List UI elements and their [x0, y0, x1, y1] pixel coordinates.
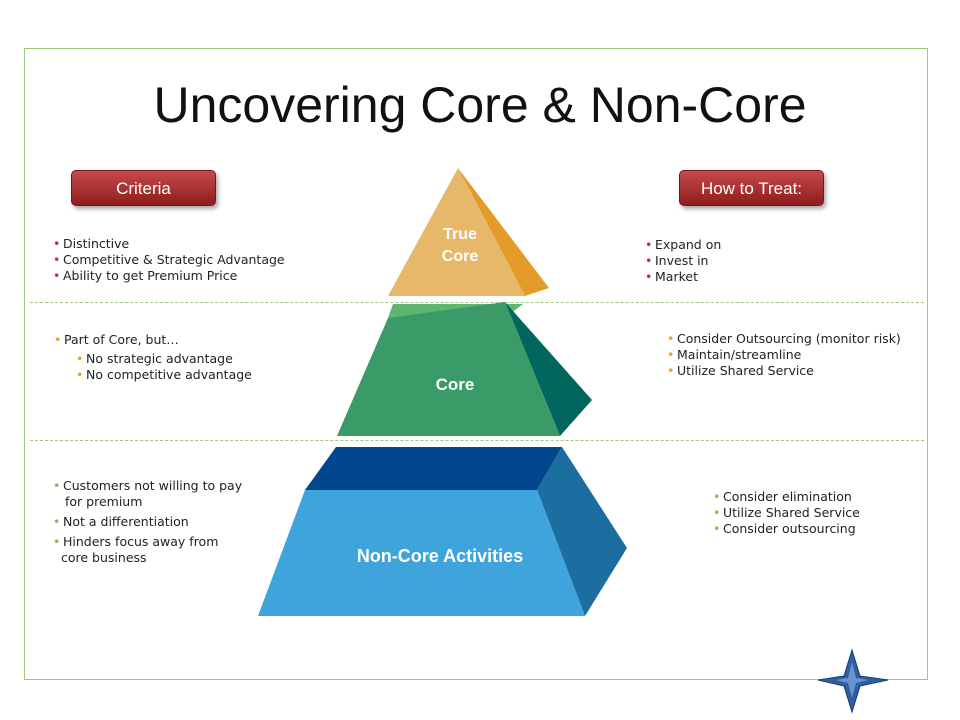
non-core-label: Non-Core Activities: [356, 546, 524, 566]
list-item: Market: [645, 269, 721, 285]
true-core-label: True Core: [420, 224, 500, 268]
list-item: Not a differentiation: [53, 514, 242, 530]
list-item: No competitive advantage: [76, 367, 252, 383]
list-item-line1: Not a differentiation: [63, 514, 189, 529]
list-item-line2: core business: [61, 550, 147, 565]
list-item: Utilize Shared Service: [713, 505, 860, 521]
core-criteria-sublist: No strategic advantage No competitive ad…: [76, 351, 252, 383]
slide-frame: [24, 48, 928, 680]
list-item: Distinctive: [53, 236, 285, 252]
true-core-label-line2: Core: [441, 248, 479, 265]
true-core-front: [388, 168, 525, 296]
non-core-side: [537, 447, 627, 616]
slide-title: Uncovering Core & Non-Core: [153, 77, 807, 133]
core-side: [505, 302, 592, 436]
true-core-side: [458, 168, 549, 296]
core-treatment-list: Consider Outsourcing (monitor risk) Main…: [667, 331, 901, 379]
list-item: Part of Core, but…: [54, 332, 179, 348]
core-label: Core: [435, 375, 475, 394]
true-core-label-line1: True: [443, 226, 477, 243]
divider-top: [30, 302, 924, 303]
true-core-treatment-list: Expand on Invest in Market: [645, 237, 721, 285]
list-item: Utilize Shared Service: [667, 363, 901, 379]
list-item-line1: Customers not willing to pay: [63, 478, 243, 493]
list-item: No strategic advantage: [76, 351, 252, 367]
criteria-badge: Criteria: [71, 170, 216, 206]
list-item: Consider outsourcing: [713, 521, 860, 537]
core-criteria-list: Part of Core, but…: [54, 332, 179, 348]
non-core-top: [305, 447, 562, 490]
non-core-treatment-list: Consider elimination Utilize Shared Serv…: [713, 489, 860, 537]
list-item-line2: for premium: [65, 494, 143, 509]
list-item: Invest in: [645, 253, 721, 269]
list-item: Consider elimination: [713, 489, 860, 505]
true-core-criteria-list: Distinctive Competitive & Strategic Adva…: [53, 236, 285, 284]
list-item: Ability to get Premium Price: [53, 268, 285, 284]
list-item: Consider Outsourcing (monitor risk): [667, 331, 901, 347]
list-item: Customers not willing to pay for premium: [53, 478, 242, 510]
list-item: Competitive & Strategic Advantage: [53, 252, 285, 268]
list-item: Maintain/streamline: [667, 347, 901, 363]
non-core-criteria-list: Customers not willing to pay for premium…: [53, 478, 242, 566]
how-to-treat-badge: How to Treat:: [679, 170, 824, 206]
core-front: [337, 302, 560, 436]
list-item: Expand on: [645, 237, 721, 253]
divider-bottom: [30, 440, 924, 441]
non-core-front: [258, 490, 585, 616]
compass-star-icon: [817, 648, 889, 714]
list-item: Hinders focus away from core business: [53, 534, 242, 566]
list-item-line1: Hinders focus away from: [63, 534, 219, 549]
